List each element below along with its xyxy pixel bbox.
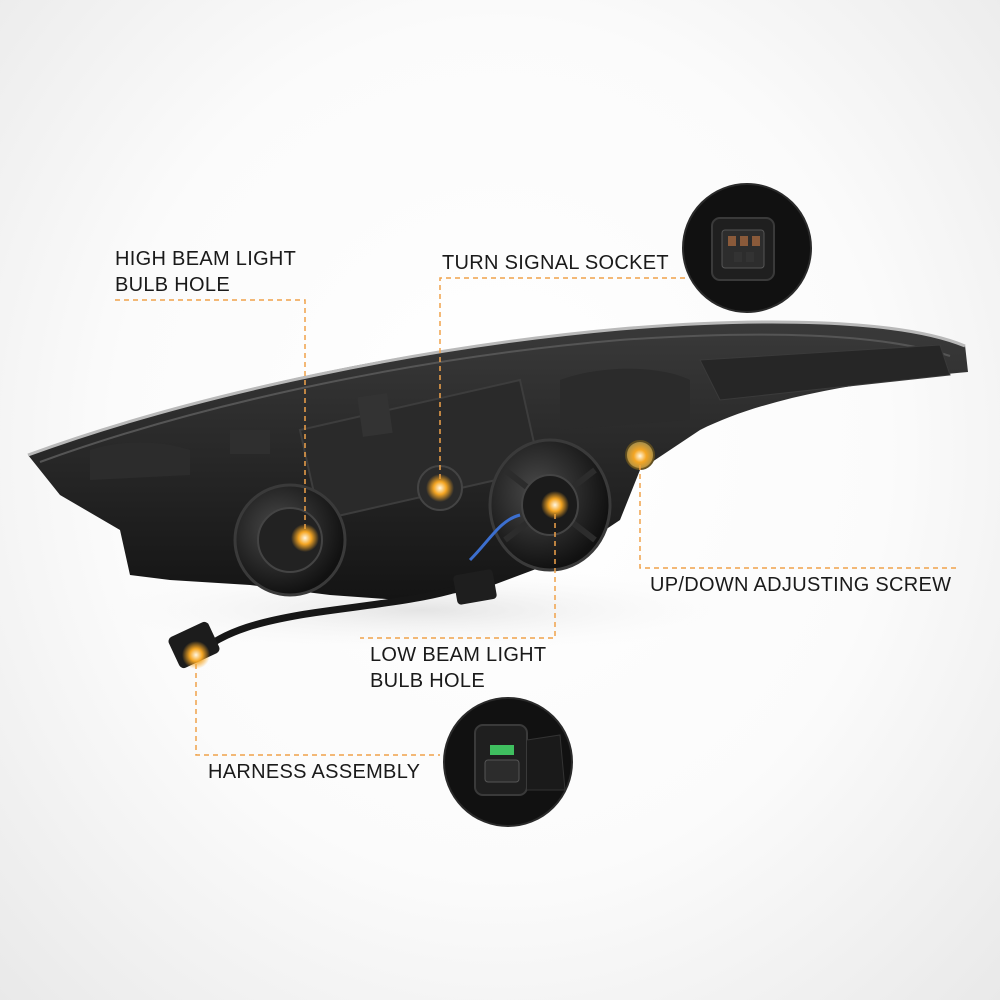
- leader-turn-signal: [439, 277, 685, 488]
- leader-high-beam: [115, 299, 306, 538]
- label-low-beam: LOW BEAM LIGHT BULB HOLE: [370, 642, 546, 694]
- headlight-housing: [27, 320, 968, 600]
- label-harness: HARNESS ASSEMBLY: [208, 761, 421, 783]
- marker-high-beam: [291, 524, 319, 552]
- label-high-beam-line1: HIGH BEAM LIGHT: [115, 248, 297, 270]
- markers: [182, 442, 654, 669]
- marker-low-beam: [541, 491, 569, 519]
- label-turn-signal: TURN SIGNAL SOCKET: [442, 252, 669, 274]
- leader-low-beam: [360, 505, 556, 639]
- leader-lines: [115, 277, 960, 756]
- label-low-beam-line2: BULB HOLE: [370, 670, 485, 692]
- marker-turn-signal: [426, 474, 454, 502]
- label-low-beam-line1: LOW BEAM LIGHT: [370, 644, 547, 666]
- leader-updown-screw: [639, 456, 960, 569]
- label-high-beam: HIGH BEAM LIGHT BULB HOLE: [115, 246, 296, 298]
- high-beam-bowl: [233, 483, 347, 597]
- inset-harness-connector: [443, 697, 573, 827]
- label-high-beam-line2: BULB HOLE: [115, 274, 230, 296]
- marker-harness: [182, 641, 210, 669]
- label-updown-screw: UP/DOWN ADJUSTING SCREW: [650, 574, 952, 596]
- marker-updown-screw: [626, 442, 654, 470]
- inset-turn-signal-connector: [682, 183, 812, 313]
- leader-harness: [195, 655, 440, 756]
